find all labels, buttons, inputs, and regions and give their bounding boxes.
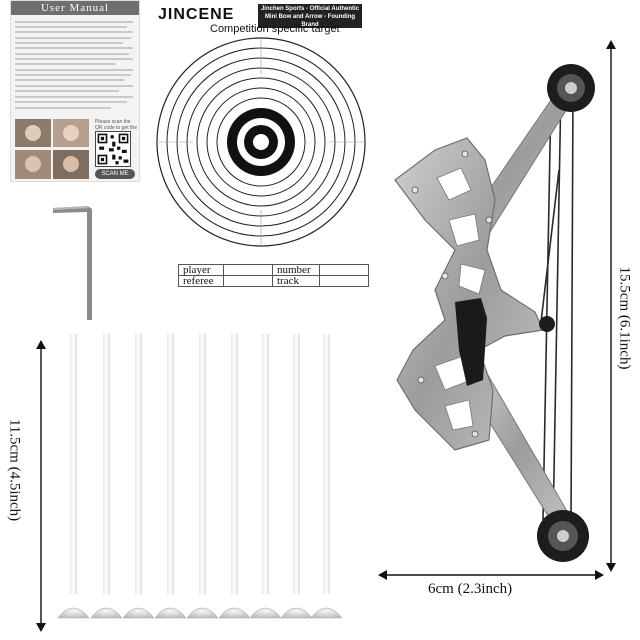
table-cell xyxy=(223,264,273,276)
manual-text-line xyxy=(15,37,131,39)
manual-text-line xyxy=(15,107,111,109)
bow-riser xyxy=(394,137,544,451)
brand-logo: JINCENE xyxy=(158,6,235,23)
banner-line: Mini Bow and Arrow - Founding Brand xyxy=(264,14,356,28)
table-cell: referee xyxy=(178,275,224,287)
arrow xyxy=(90,334,123,619)
manual-text-line xyxy=(15,101,127,103)
upper-cam xyxy=(547,64,595,112)
manual-text-line xyxy=(15,85,133,87)
instruction-photos xyxy=(15,119,89,179)
arrow-dimension-line xyxy=(36,340,46,632)
table-cell: player xyxy=(178,264,224,276)
score-table: player number referee track xyxy=(178,264,369,287)
arrow xyxy=(280,334,313,619)
manual-text-line xyxy=(15,53,129,55)
manual-text-line xyxy=(15,74,131,76)
cable-roller xyxy=(539,316,555,332)
manual-title: User Manual xyxy=(11,1,139,15)
grip xyxy=(455,298,487,386)
table-row: player number xyxy=(178,264,369,276)
arrow-length-label: 11.5cm (4.5inch) xyxy=(6,418,23,522)
table-cell xyxy=(223,275,273,287)
manual-text-line xyxy=(15,21,133,23)
bow-width-dimension-line xyxy=(378,570,604,580)
table-cell xyxy=(319,275,369,287)
manual-text-line xyxy=(15,47,133,49)
manual-text-line xyxy=(15,79,125,81)
bow-height-dimension-line xyxy=(606,40,616,572)
riser-cutouts xyxy=(434,167,486,431)
allen-key xyxy=(53,206,92,320)
table-cell: number xyxy=(272,264,320,276)
target-face xyxy=(156,37,366,247)
arrow xyxy=(186,334,219,619)
qr-code xyxy=(95,131,131,167)
arrow xyxy=(310,334,343,619)
arrow xyxy=(57,334,90,619)
table-cell xyxy=(319,264,369,276)
arrow xyxy=(218,334,251,619)
bow-height-label: 15.5cm (6.1inch) xyxy=(616,266,633,370)
user-manual: User Manual Please scan the QR code to g… xyxy=(10,0,140,182)
banner-line: Jinchen Sports - Official Authentic xyxy=(260,6,360,12)
scan-me-badge: SCAN ME xyxy=(95,169,135,179)
lower-cam xyxy=(537,510,589,562)
manual-text-line xyxy=(15,90,119,92)
arrow xyxy=(249,334,282,619)
bow-width-label: 6cm (2.3inch) xyxy=(428,581,513,597)
manual-text-line xyxy=(15,42,123,44)
brand-banner: Jinchen Sports - Official Authentic Mini… xyxy=(258,4,362,28)
table-row: referee track xyxy=(178,275,369,287)
arrow xyxy=(154,334,187,619)
arrow xyxy=(122,334,155,619)
manual-text-line xyxy=(15,31,133,33)
manual-text-line xyxy=(15,26,127,28)
bow-strings xyxy=(540,85,574,529)
target-title: Competition specific target xyxy=(210,23,340,35)
screws xyxy=(411,150,493,438)
table-cell: track xyxy=(272,275,320,287)
compound-bow xyxy=(394,64,595,562)
manual-text-line xyxy=(15,63,115,65)
manual-text-line xyxy=(15,58,133,60)
manual-text-line xyxy=(15,96,133,98)
manual-text-line xyxy=(15,69,133,71)
arrow-set xyxy=(57,334,343,619)
